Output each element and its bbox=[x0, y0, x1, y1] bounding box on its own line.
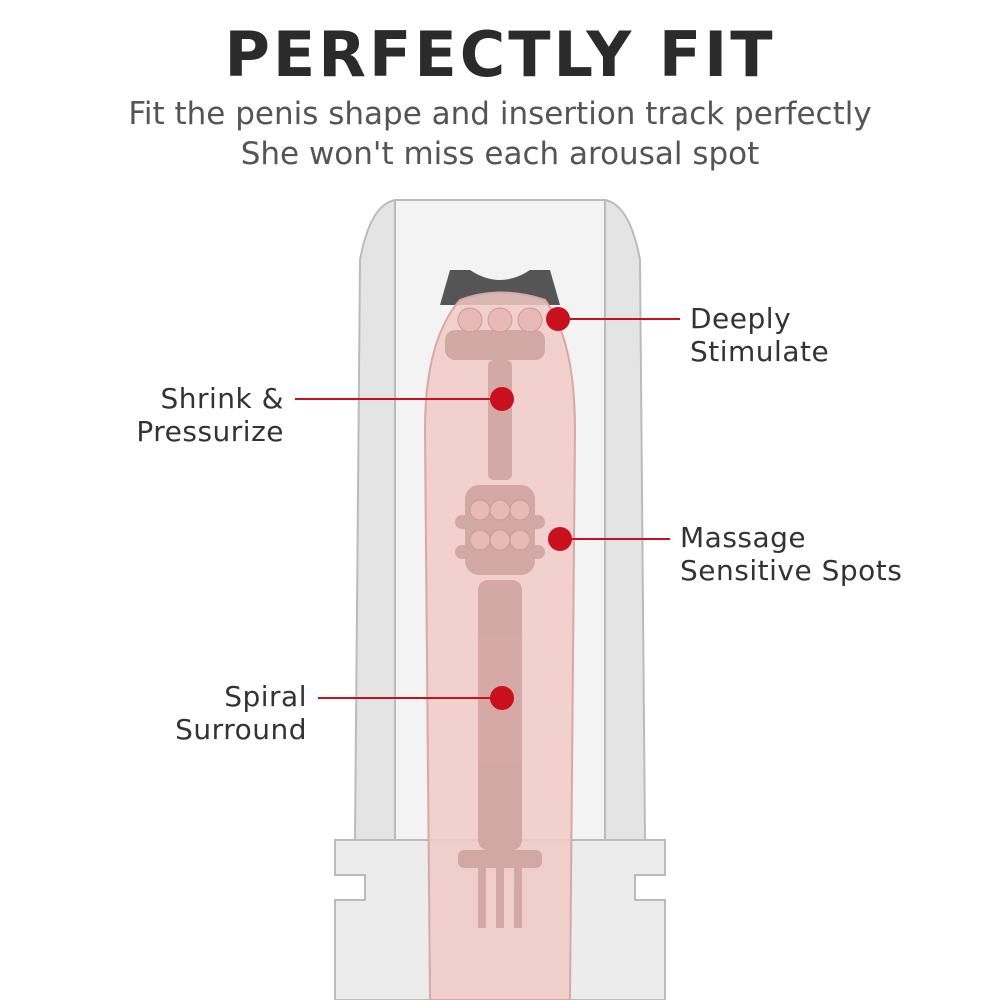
callout-line: Massage bbox=[680, 521, 807, 554]
marker-spiral bbox=[490, 686, 514, 710]
callout-line: Stimulate bbox=[690, 335, 830, 368]
callout-spiral-surround: Spiral Surround bbox=[175, 680, 307, 746]
subtitle-line-1: Fit the penis shape and insertion track … bbox=[128, 96, 872, 132]
callout-line: Deeply bbox=[690, 302, 792, 335]
marker-massage bbox=[548, 527, 572, 551]
callout-massage-sensitive-spots: Massage Sensitive Spots bbox=[680, 521, 902, 587]
callout-line: Sensitive Spots bbox=[680, 554, 903, 587]
callout-line: Spiral bbox=[224, 680, 307, 713]
callout-line: Shrink & bbox=[160, 382, 284, 415]
callout-line: Pressurize bbox=[136, 415, 284, 448]
marker-shrink-pressurize bbox=[490, 387, 514, 411]
page-title: PERFECTLY FIT bbox=[224, 18, 776, 91]
callout-line: Surround bbox=[175, 713, 307, 746]
marker-deeply-stimulate bbox=[546, 307, 570, 331]
callout-deeply-stimulate: Deeply Stimulate bbox=[690, 302, 829, 368]
stimulation-nubs bbox=[457, 307, 543, 551]
callout-shrink-pressurize: Shrink & Pressurize bbox=[136, 382, 284, 448]
subtitle-line-2: She won't miss each arousal spot bbox=[240, 136, 760, 172]
